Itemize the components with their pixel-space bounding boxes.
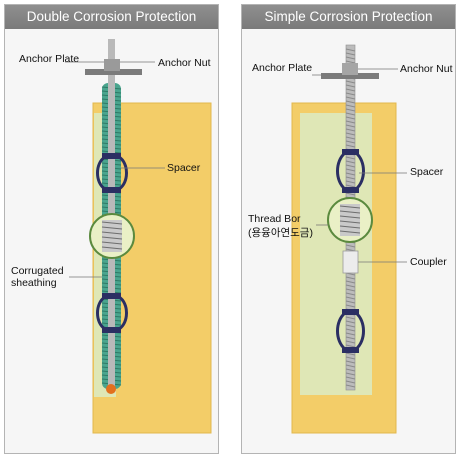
thread-detail: [339, 205, 361, 234]
spacer-label: Spacer: [167, 162, 201, 174]
thread-bar-label: Thread Bor: [248, 213, 301, 225]
inner-band: [300, 113, 372, 395]
anchor-plate: [321, 73, 379, 79]
simple-protection-drawing: [291, 44, 407, 434]
simple-protection-panel: Simple Corrosion Protection: [241, 4, 456, 454]
thread-bar-sublabel: (용융아연도금): [248, 227, 313, 239]
coupler-label: Coupler: [410, 256, 447, 268]
anchor-nut: [104, 59, 120, 71]
double-protection-drawing: [65, 39, 212, 434]
spacer-upper: [336, 151, 365, 191]
anchor-nut-label: Anchor Nut: [400, 63, 453, 75]
spacer-lower: [336, 311, 365, 351]
anchor-nut: [342, 63, 358, 75]
anchor-plate-label: Anchor Plate: [19, 53, 80, 65]
bar-ribs: [345, 48, 356, 388]
double-protection-panel: Double Corrosion Protection: [4, 4, 219, 454]
simple-protection-title: Simple Corrosion Protection: [242, 5, 455, 29]
spacer-label: Spacer: [410, 166, 444, 178]
anchor-nut-label: Anchor Nut: [158, 57, 211, 69]
corrugated-sheathing-label: Corrugated sheathing: [11, 265, 64, 289]
bar-tip: [106, 384, 116, 394]
coupler: [342, 250, 359, 274]
anchor-plate: [85, 69, 142, 75]
double-protection-title: Double Corrosion Protection: [5, 5, 218, 29]
thread-detail: [101, 221, 123, 250]
anchor-plate-label: Anchor Plate: [252, 62, 313, 74]
